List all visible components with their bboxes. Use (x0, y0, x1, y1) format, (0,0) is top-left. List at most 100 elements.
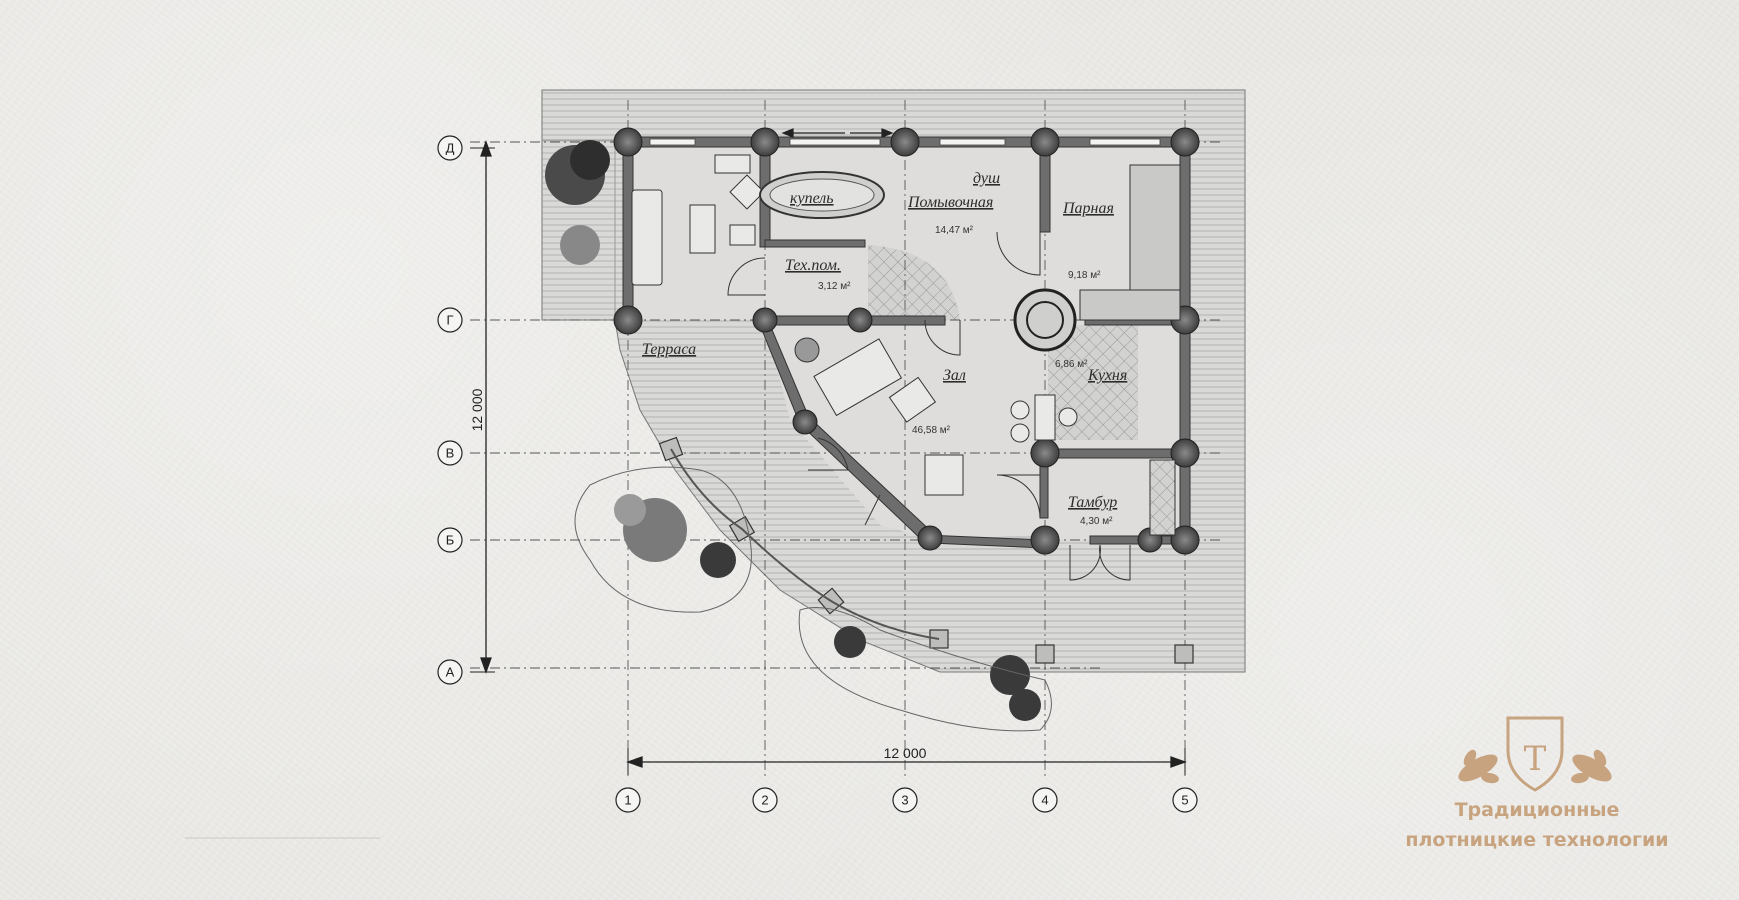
wall-tech-north (764, 239, 866, 248)
kitchen-stool (1010, 423, 1030, 443)
post (917, 525, 943, 551)
post (1030, 438, 1060, 468)
steam-bench-low (1079, 289, 1181, 321)
room-label-kupel: купель (790, 190, 834, 207)
railing-post (1174, 644, 1194, 664)
window-1 (649, 138, 696, 146)
railing-posts (658, 436, 1194, 664)
hall-sofa (813, 338, 903, 417)
post (890, 127, 920, 157)
plant-indoor (794, 337, 820, 363)
stove (1013, 288, 1077, 352)
terrace-table (689, 204, 716, 254)
room-label-vestibule: Тамбур (1068, 494, 1117, 511)
axis-label-v: В (446, 446, 455, 461)
company-logo: Т Традиционные плотницкие технологии (1405, 716, 1669, 851)
area-steam: 9,18 м² (1068, 270, 1101, 281)
door-terrace-1 (808, 437, 849, 471)
axis-label-g: Г (446, 313, 453, 328)
doors (727, 231, 1131, 581)
window-3 (939, 138, 1006, 146)
post (750, 127, 780, 157)
post (752, 307, 778, 333)
room-label-washroom: Помывочная (907, 194, 993, 211)
axis-label-4: 4 (1041, 793, 1048, 808)
post (613, 305, 643, 335)
room-labels: Терраса купель душ Помывочная 14,47 м² П… (642, 170, 1127, 527)
window-2 (789, 138, 881, 146)
logo-text-line1: Традиционные (1455, 799, 1620, 821)
area-tech: 3,12 м² (818, 281, 851, 292)
shrub (990, 655, 1030, 695)
door-tech (727, 257, 766, 296)
hall-armchair (924, 454, 964, 496)
dimension-horizontal-label: 12 000 (884, 745, 927, 761)
steam-bench-high (1129, 164, 1181, 291)
post (613, 127, 643, 157)
axis-label-3: 3 (901, 793, 908, 808)
axis-letters: Д Г В Б А (437, 135, 463, 685)
flowerbed-1 (574, 466, 752, 613)
vestibule-rack (1149, 459, 1176, 536)
terrace-sofa (631, 189, 663, 286)
post (1170, 438, 1200, 468)
door-hall (924, 319, 961, 356)
kitchen-stool (1058, 407, 1078, 427)
axis-label-5: 5 (1181, 793, 1188, 808)
wall-v (1039, 448, 1186, 459)
windows (649, 138, 1161, 146)
hall-table (888, 376, 937, 423)
railing-post (1035, 644, 1055, 664)
axis-label-2: 2 (761, 793, 768, 808)
shrub (560, 225, 600, 265)
area-kitchen: 6,86 м² (1055, 359, 1088, 370)
dimension-vertical (470, 140, 495, 674)
post (1030, 525, 1060, 555)
dimension-horizontal (626, 748, 1187, 775)
room-label-tech: Тех.пом. (785, 257, 841, 274)
kitchen-stool (1010, 400, 1030, 420)
dimension-vertical-label: 12 000 (469, 388, 485, 431)
post (1170, 127, 1200, 157)
door-entrance-a (1069, 544, 1101, 581)
post (847, 307, 873, 333)
room-label-terrace: Терраса (642, 341, 696, 358)
room-label-hall: Зал (943, 367, 966, 384)
logo-text-line2: плотницкие технологии (1405, 829, 1668, 851)
door-vestibule (996, 474, 1041, 519)
logo-monogram: Т (1524, 739, 1547, 779)
room-label-steam: Парная (1062, 200, 1114, 217)
shrub (700, 542, 736, 578)
axis-numbers: 1 2 3 4 5 (615, 787, 1198, 813)
logo-shield-icon (1506, 716, 1564, 792)
post (1170, 525, 1200, 555)
terrace-chair (729, 224, 756, 246)
terrace-bench (714, 154, 751, 174)
axis-label-a: А (446, 665, 455, 680)
door-entrance-b (1099, 544, 1131, 581)
tech-tile (868, 245, 960, 320)
axis-label-b: Б (446, 533, 455, 548)
logo-leaf-right-icon (1571, 749, 1612, 784)
post (792, 409, 818, 435)
logo-leaf-left-icon (1458, 749, 1499, 784)
window-arrows (781, 128, 894, 138)
kitchen-counter (1034, 394, 1056, 441)
posts (613, 127, 1200, 555)
axis-label-1: 1 (624, 793, 631, 808)
wall-east (1179, 141, 1191, 541)
room-label-kitchen: Кухня (1087, 367, 1127, 384)
terrace-stool (729, 174, 765, 210)
room-label-shower: душ (973, 170, 1000, 187)
shrubs (545, 140, 1052, 732)
window-4 (1089, 138, 1161, 146)
axis-label-d: Д (446, 141, 455, 156)
area-hall: 46,58 м² (912, 425, 951, 436)
area-washroom: 14,47 м² (935, 225, 974, 236)
post (1030, 127, 1060, 157)
shrub (834, 626, 866, 658)
door-terrace-2 (864, 494, 881, 526)
flowerbed-2 (798, 607, 1052, 732)
door-steam (996, 231, 1041, 276)
